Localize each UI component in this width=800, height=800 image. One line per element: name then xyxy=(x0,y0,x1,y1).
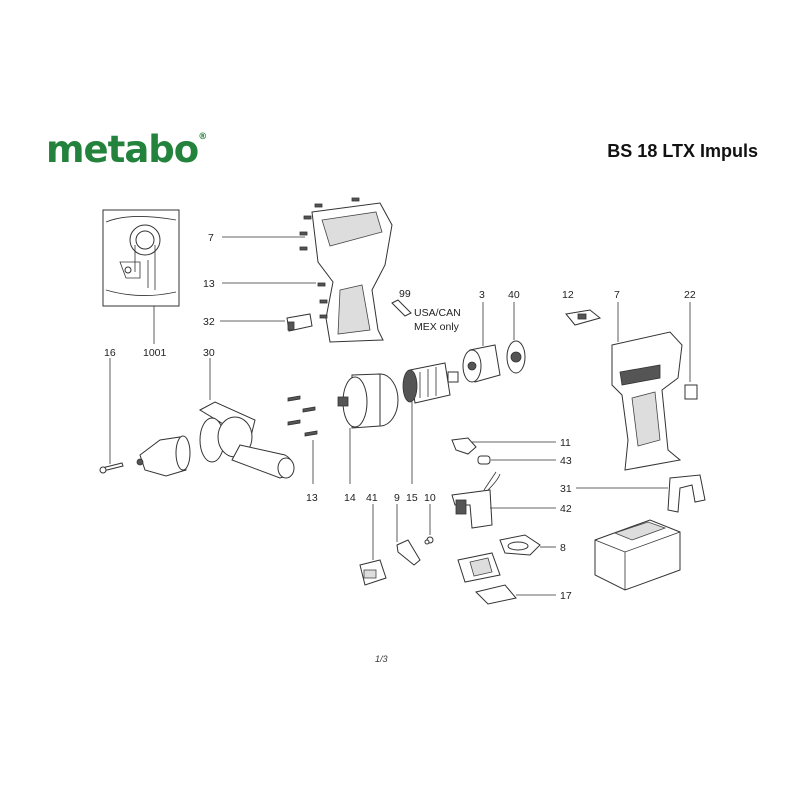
brand-text: metabo xyxy=(46,128,199,171)
part-8 xyxy=(499,534,541,556)
part-43 xyxy=(477,455,491,465)
label-9: 9 xyxy=(394,492,400,504)
label-10: 10 xyxy=(424,492,436,504)
label-40: 40 xyxy=(508,289,520,301)
part-3-stator xyxy=(462,344,501,383)
part-9 xyxy=(396,539,421,566)
part-31-belt-clip xyxy=(667,474,706,513)
part-17-sticker xyxy=(475,584,517,605)
label-14: 14 xyxy=(344,492,356,504)
label-42: 42 xyxy=(560,503,572,515)
part-13-screws xyxy=(287,395,318,437)
label-1001: 1001 xyxy=(143,347,167,359)
metabo-logo: metabo® xyxy=(46,128,207,171)
part-41 xyxy=(359,559,387,586)
label-12: 12 xyxy=(562,289,574,301)
part-42-switch xyxy=(451,471,501,583)
label-32: 32 xyxy=(203,316,215,328)
part-32 xyxy=(286,313,313,332)
part-chuck xyxy=(136,435,191,477)
part-30-side-handle xyxy=(198,401,295,479)
registered-mark: ® xyxy=(198,132,208,142)
part-10-spring xyxy=(424,536,434,545)
part-15-rotor xyxy=(402,362,459,404)
part-40-fan xyxy=(506,340,526,374)
label-22: 22 xyxy=(684,289,696,301)
label-13-bottom: 13 xyxy=(306,492,318,504)
part-12 xyxy=(565,309,602,326)
note-mex-only: MEX only xyxy=(414,321,460,333)
label-30: 30 xyxy=(203,347,215,359)
label-3: 3 xyxy=(479,289,485,301)
label-16: 16 xyxy=(104,347,116,359)
label-15: 15 xyxy=(406,492,418,504)
part-99-sticker xyxy=(391,299,412,317)
label-11: 11 xyxy=(560,437,571,449)
label-43: 43 xyxy=(560,455,572,467)
part-11 xyxy=(451,437,477,455)
label-13-top: 13 xyxy=(203,278,215,290)
part-battery-pack xyxy=(594,519,681,591)
label-7-right: 7 xyxy=(614,289,620,301)
label-99: 99 xyxy=(399,288,411,300)
label-31: 31 xyxy=(560,483,572,495)
part-22-label xyxy=(684,384,698,400)
part-14-gearbox xyxy=(337,373,399,429)
note-usa-can: USA/CAN xyxy=(414,307,461,319)
label-41: 41 xyxy=(366,492,378,504)
part-7-housing-left xyxy=(299,197,393,343)
label-8: 8 xyxy=(560,542,566,554)
part-16-screw xyxy=(99,462,124,474)
model-title: BS 18 LTX Impuls xyxy=(607,141,758,161)
page-number: 1/3 xyxy=(375,654,388,664)
label-7-left: 7 xyxy=(208,232,214,244)
part-7-housing-right xyxy=(611,331,683,471)
label-17: 17 xyxy=(560,590,572,602)
part-1001-wiring-diagram xyxy=(102,209,180,307)
